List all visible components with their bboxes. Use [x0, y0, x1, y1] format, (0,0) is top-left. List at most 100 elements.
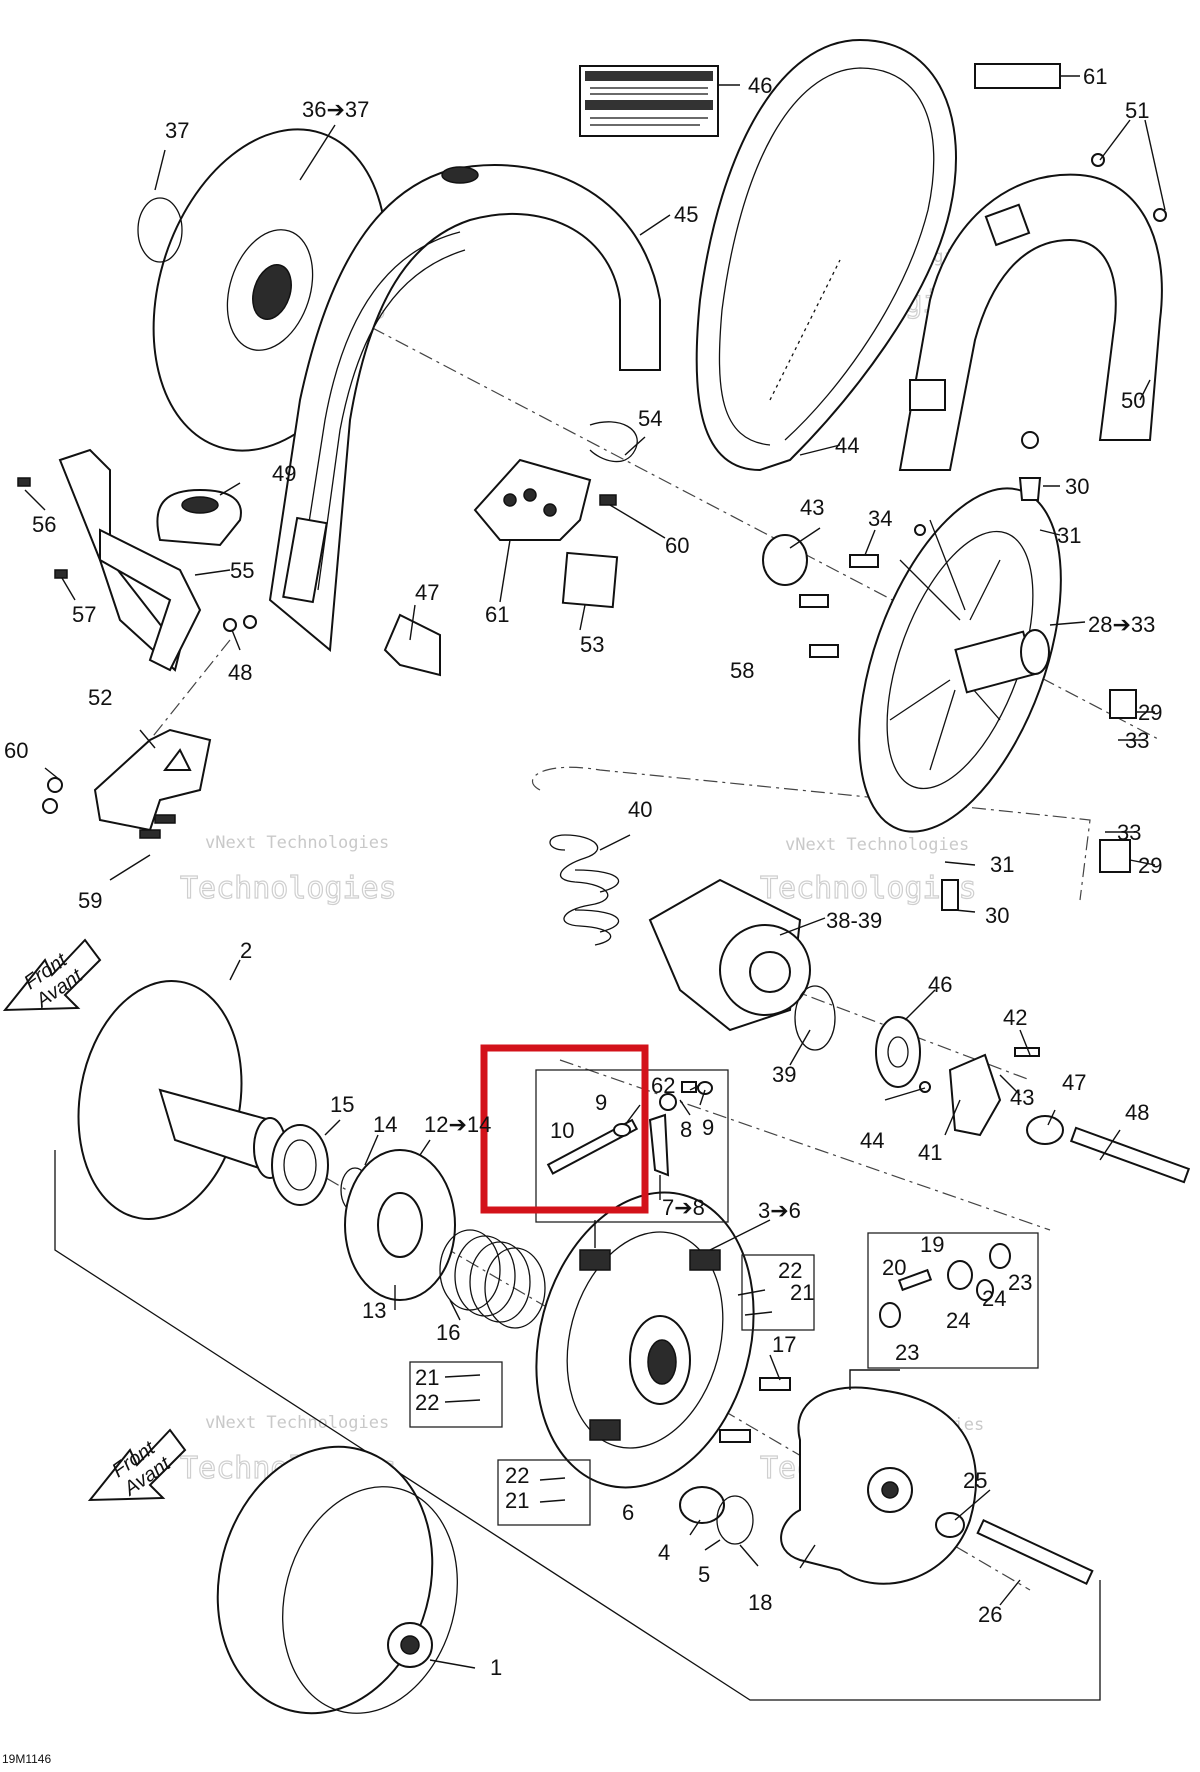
- watermark-big: Technologies: [180, 871, 397, 906]
- watermark-text: vNext Technologies: [205, 1413, 389, 1433]
- parts-21-22-box: [741, 1254, 815, 1331]
- watermark-text: vNext Technologies: [785, 835, 969, 855]
- leader-lines: [24, 75, 1166, 1669]
- callout-40: 40: [628, 797, 652, 822]
- callout-24b: 24: [946, 1308, 970, 1333]
- callout-62: 58: [730, 658, 754, 683]
- callout-22: 22: [778, 1258, 802, 1283]
- callout-64: 60: [4, 738, 28, 763]
- callout-21c: 21: [505, 1488, 529, 1513]
- callout-26: 26: [978, 1602, 1002, 1627]
- callout-30b: 30: [985, 903, 1009, 928]
- parts-41-47: [875, 1016, 1191, 1184]
- part-66-bracket: [473, 421, 638, 609]
- callout-10: 10: [550, 1118, 574, 1143]
- callout-23b: 23: [895, 1340, 919, 1365]
- callout-17: 17: [772, 1332, 796, 1357]
- callout-29: 29: [1138, 700, 1162, 725]
- parts-19-24-box: [867, 1232, 1039, 1369]
- callout-53: 48: [228, 660, 252, 685]
- callout-5: 5: [698, 1562, 710, 1587]
- part-67-label: [974, 63, 1061, 89]
- callout-14: 14: [373, 1112, 397, 1137]
- callout-66: 61: [485, 602, 509, 627]
- callout-25: 25: [963, 1468, 987, 1493]
- callout-56: 51: [1125, 98, 1149, 123]
- front-arrow-bottom: Front Avant: [87, 1428, 187, 1502]
- callout-60: 55: [230, 558, 254, 583]
- callout-51: 46: [748, 73, 772, 98]
- part-18-spider: [780, 1386, 1094, 1586]
- callout-22c: 22: [505, 1463, 529, 1488]
- callout-58: 53: [580, 632, 604, 657]
- part-1-drive-pulley: [216, 1445, 458, 1715]
- part-38-39-cam: [648, 878, 836, 1051]
- part-57-bracket: [42, 728, 212, 839]
- callout-34: 34: [868, 506, 892, 531]
- part-51-warning-label: [579, 65, 719, 137]
- callout-52: 47: [415, 580, 439, 605]
- parts-7-10-box: [535, 1069, 729, 1223]
- callout-63: 59: [78, 888, 102, 913]
- watermark-text: vNext Technologies: [205, 833, 389, 853]
- part-16-spring: [439, 1229, 546, 1329]
- drawing-number: 19M1146: [2, 1752, 52, 1766]
- callout-7-8: 7➔8: [662, 1195, 705, 1220]
- part-50-guard-frame: [268, 164, 661, 652]
- part-54-knob: [156, 488, 242, 547]
- callout-61b: 57: [72, 602, 96, 627]
- callout-15: 15: [330, 1092, 354, 1117]
- callout-36-37: 36➔37: [302, 97, 369, 122]
- callout-21b: 21: [415, 1365, 439, 1390]
- callout-2: 2: [240, 938, 252, 963]
- part-3-6-movable-sheave: [535, 1191, 791, 1545]
- group-boxes: [409, 1069, 1039, 1526]
- part-55-guard-cover: [898, 153, 1167, 471]
- callout-23: 23: [1008, 1270, 1032, 1295]
- callout-31: 31: [1057, 523, 1081, 548]
- callout-labels: 46 61 45 37 36➔37 51 50 49 55 56 57 47 4…: [4, 64, 1162, 1680]
- callout-19: 19: [920, 1232, 944, 1257]
- callout-38-39: 38-39: [826, 908, 882, 933]
- callout-45: 46: [928, 972, 952, 997]
- callout-50: 45: [674, 202, 698, 227]
- callout-43: 43: [1010, 1085, 1034, 1110]
- callout-12-14: 12➔14: [424, 1112, 491, 1137]
- callout-67: 61: [1083, 64, 1107, 89]
- callout-22b: 22: [415, 1390, 439, 1415]
- parts-19-24: [879, 1243, 1011, 1328]
- callout-18: 18: [748, 1590, 772, 1615]
- parts-21-22-box: [497, 1459, 591, 1526]
- callout-54: 49: [272, 461, 296, 486]
- callout-37: 37: [165, 118, 189, 143]
- callout-61: 56: [32, 512, 56, 537]
- part-52-plate: [223, 613, 441, 677]
- callout-44: 44: [860, 1128, 884, 1153]
- callout-30: 30: [1065, 474, 1089, 499]
- callout-33: 33: [1125, 728, 1149, 753]
- callout-59: 54: [638, 406, 662, 431]
- callout-28-33: 28➔33: [1088, 612, 1155, 637]
- callout-6: 6: [622, 1500, 634, 1525]
- part-2-fixed-sheave: [77, 980, 287, 1220]
- part-40-spring: [549, 834, 620, 946]
- callout-4: 4: [658, 1540, 670, 1565]
- callout-24: 24: [982, 1286, 1006, 1311]
- callout-42: 42: [1003, 1005, 1027, 1030]
- highlight-box: [480, 1044, 649, 1214]
- part-60-bracket: [17, 448, 202, 672]
- callout-33b: 33: [1117, 820, 1141, 845]
- callout-47: 48: [1125, 1100, 1149, 1125]
- callout-16: 16: [436, 1320, 460, 1345]
- callout-41: 41: [918, 1140, 942, 1165]
- callout-29b: 29: [1138, 853, 1162, 878]
- callout-1b: 62: [651, 1073, 675, 1098]
- callout-3-6: 3➔6: [758, 1198, 801, 1223]
- callout-21: 21: [790, 1280, 814, 1305]
- front-arrow-top: Front Avant: [2, 938, 102, 1013]
- callout-49: 44: [835, 433, 859, 458]
- callout-39: 39: [772, 1062, 796, 1087]
- callout-57: 52: [88, 685, 112, 710]
- callout-46: 47: [1062, 1070, 1086, 1095]
